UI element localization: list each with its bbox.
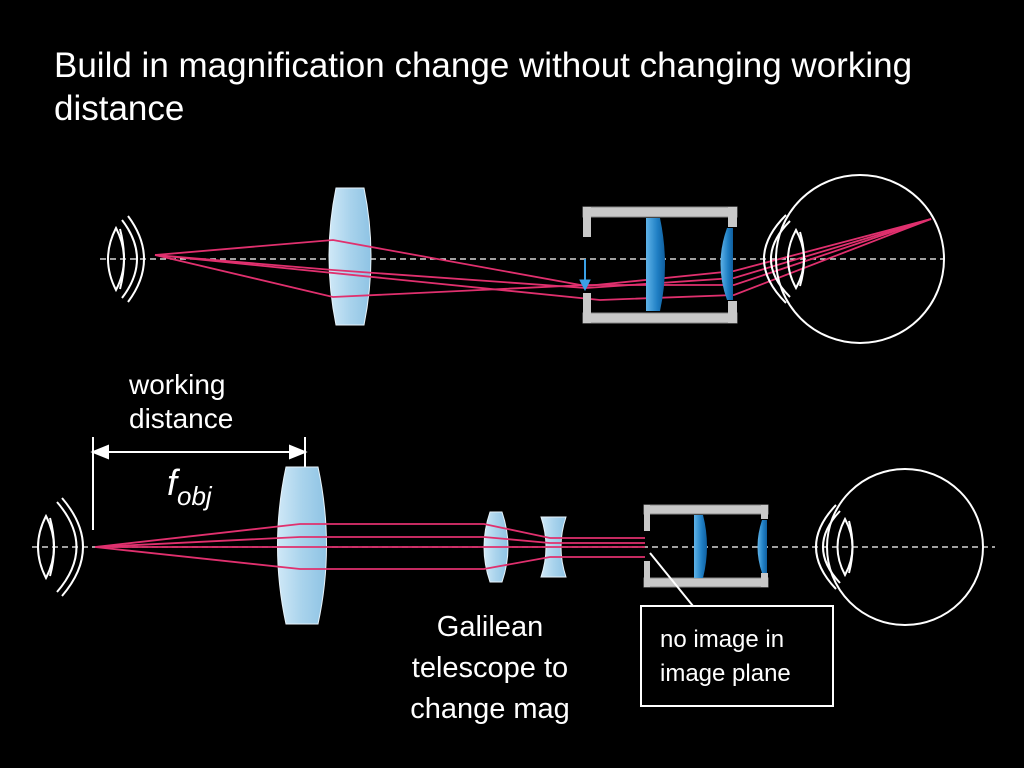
galilean-label-line3: change mag (410, 693, 570, 725)
bottom-object-eye-icon (37, 497, 84, 597)
galilean-label-line1: Galilean (436, 611, 544, 643)
working-distance-label: working distance (129, 368, 233, 436)
top-object-eye-icon (107, 215, 145, 303)
f-obj-label: fobj (167, 465, 212, 513)
f-obj-main: f (167, 462, 178, 503)
bottom-objective-lens (277, 466, 327, 625)
top-eyepiece-tube (582, 206, 738, 324)
working-distance-dimension (90, 437, 308, 530)
note-pointer-line (649, 552, 694, 607)
top-observer-eye-icon (763, 174, 945, 344)
f-obj-subscript: obj (177, 481, 212, 511)
note-line1: no image in (660, 626, 785, 653)
working-distance-label-line1: working (129, 369, 226, 400)
bottom-observer-eye-icon (815, 468, 984, 626)
top-field-lens (646, 218, 665, 311)
bottom-diagram (32, 437, 995, 626)
no-image-note-box: no image in image plane (640, 605, 834, 707)
working-distance-label-line2: distance (129, 403, 234, 434)
bottom-rays (94, 523, 645, 570)
galilean-telescope-label: Galilean telescope to change mag (390, 607, 590, 730)
bottom-field-lens (694, 515, 707, 578)
top-diagram (100, 174, 945, 344)
slide-title: Build in magnification change without ch… (54, 46, 913, 128)
top-objective-lens (328, 187, 372, 326)
bottom-eye-lens (757, 520, 767, 573)
top-eye-lens (720, 228, 733, 300)
bottom-eyepiece-tube (643, 504, 769, 588)
galilean-label-line2: telescope to (411, 652, 569, 684)
note-line2: image plane (660, 660, 791, 687)
